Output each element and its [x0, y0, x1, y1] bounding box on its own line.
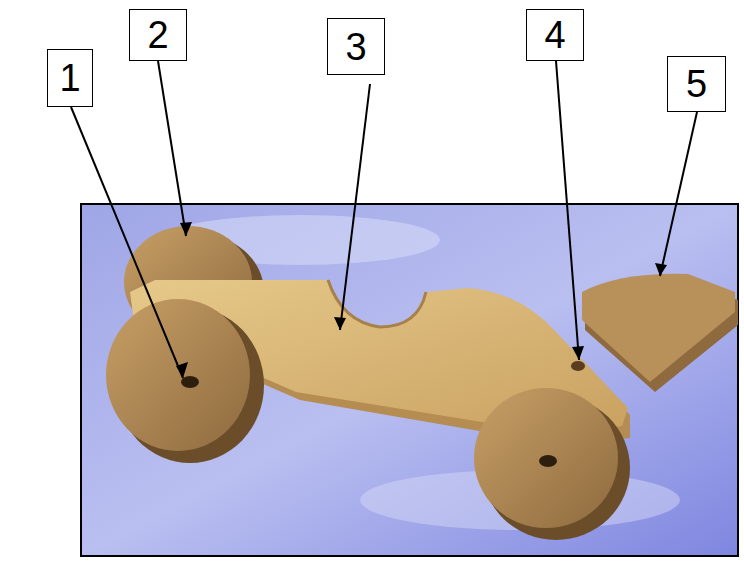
callout-number: 3: [345, 28, 366, 66]
callout-box: 4: [526, 9, 584, 61]
callout-box: 2: [129, 9, 187, 61]
callout-box: 5: [667, 56, 726, 112]
callout-number: 5: [686, 65, 707, 103]
callout-box: 3: [327, 18, 385, 75]
callout-number: 2: [147, 16, 168, 54]
callout-number: 1: [59, 59, 80, 97]
callout-number: 4: [544, 16, 565, 54]
callout-box: 1: [47, 49, 93, 107]
